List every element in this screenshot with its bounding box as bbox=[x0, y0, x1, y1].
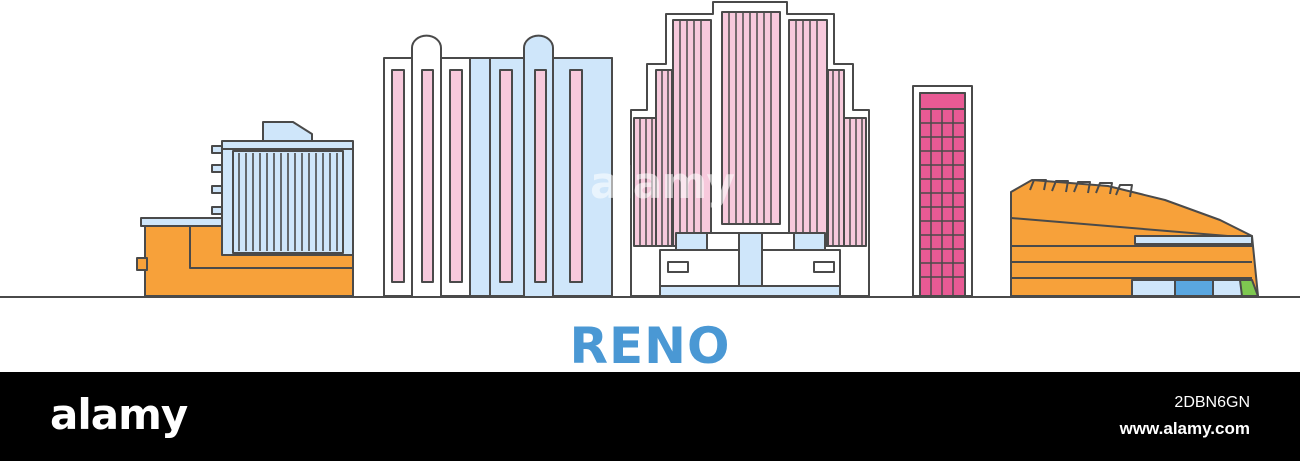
building-twin-towers bbox=[383, 34, 613, 297]
footer-bar: alamy 2DBN6GN www.alamy.com bbox=[0, 372, 1300, 461]
image-id: 2DBN6GN bbox=[1174, 394, 1250, 411]
building-slim-tower bbox=[912, 85, 973, 297]
building-hotel-left bbox=[136, 121, 354, 297]
watermark-text: alamy bbox=[590, 158, 735, 209]
building-arena bbox=[1010, 179, 1259, 297]
reno-skyline bbox=[0, 1, 1300, 298]
city-title: RENO bbox=[569, 317, 731, 375]
site-url[interactable]: www.alamy.com bbox=[1119, 419, 1250, 438]
footer-logo[interactable]: alamy bbox=[50, 390, 188, 439]
skyline-illustration: alamy RENO bbox=[0, 0, 1300, 375]
building-stepped-tower bbox=[630, 1, 870, 297]
